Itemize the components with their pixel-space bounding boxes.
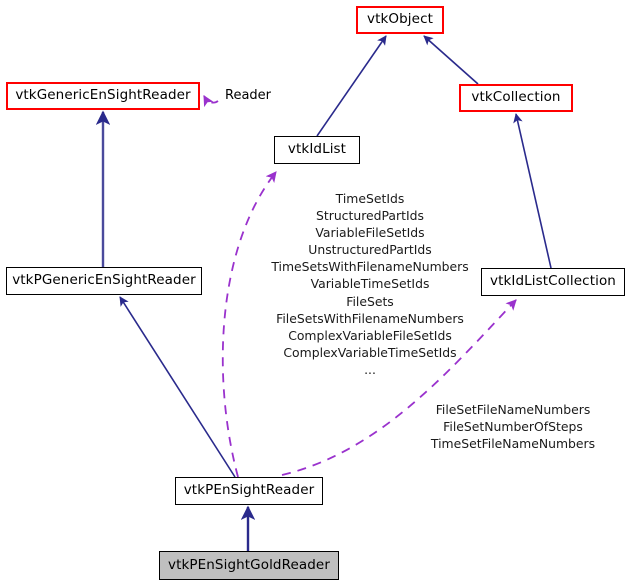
attribute-item: StructuredPartIds: [316, 208, 424, 224]
edge-idlistcollection-to-vtkcollection: [513, 113, 552, 269]
class-label: vtkGenericEnSightReader: [15, 87, 191, 104]
attribute-item: TimeSetsWithFilenameNumbers: [271, 259, 469, 275]
edge-reader-to-generic: [203, 95, 219, 108]
class-label: vtkCollection: [471, 89, 561, 106]
attribute-item: ...: [364, 361, 376, 377]
attribute-item: ComplexVariableFileSetIds: [288, 327, 452, 343]
class-node-vtkpensightreader[interactable]: vtkPEnSightReader: [175, 477, 323, 505]
class-node-vtkobject[interactable]: vtkObject: [356, 6, 444, 34]
edge-idlist-to-vtkobject: [316, 35, 387, 137]
class-node-vtkcollection[interactable]: vtkCollection: [459, 84, 573, 112]
class-node-vtkidlistcollection[interactable]: vtkIdListCollection: [481, 268, 625, 296]
attribute-item: FileSets: [346, 293, 394, 309]
attribute-item: ComplexVariableTimeSetIds: [283, 344, 457, 360]
attribute-item: FileSetFileNameNumbers: [435, 402, 591, 417]
attribute-item: VariableFileSetIds: [315, 225, 425, 241]
attribute-item: FileSetNumberOfSteps: [443, 419, 583, 435]
edge-label-reader: Reader: [225, 89, 271, 102]
edge-penreader-to-pgeneric: [119, 296, 236, 478]
attribute-item: TimeSetIds: [335, 191, 405, 206]
edge-label-text: Reader: [225, 88, 272, 103]
class-node-vtkpgenericensightreader[interactable]: vtkPGenericEnSightReader: [6, 267, 202, 295]
class-label: vtkIdList: [287, 141, 347, 158]
class-label: vtkPEnSightReader: [183, 482, 315, 499]
edge-vtkcollection-to-vtkobject: [423, 35, 479, 85]
class-node-vtkgenericensightreader[interactable]: vtkGenericEnSightReader: [6, 82, 200, 110]
class-label: vtkObject: [367, 11, 433, 28]
class-node-vtkidlist[interactable]: vtkIdList: [274, 136, 360, 164]
class-label: vtkPEnSightGoldReader: [168, 556, 330, 573]
attribute-item: FileSetsWithFilenameNumbers: [276, 310, 464, 326]
class-node-vtkpensightgoldreader[interactable]: vtkPEnSightGoldReader: [159, 551, 339, 580]
attribute-item: VariableTimeSetIds: [310, 276, 430, 292]
class-label: vtkPGenericEnSightReader: [12, 272, 196, 289]
class-label: vtkIdListCollection: [490, 273, 616, 290]
attribute-item: TimeSetFileNameNumbers: [430, 436, 596, 452]
attribute-item: UnstructuredPartIds: [308, 242, 432, 258]
